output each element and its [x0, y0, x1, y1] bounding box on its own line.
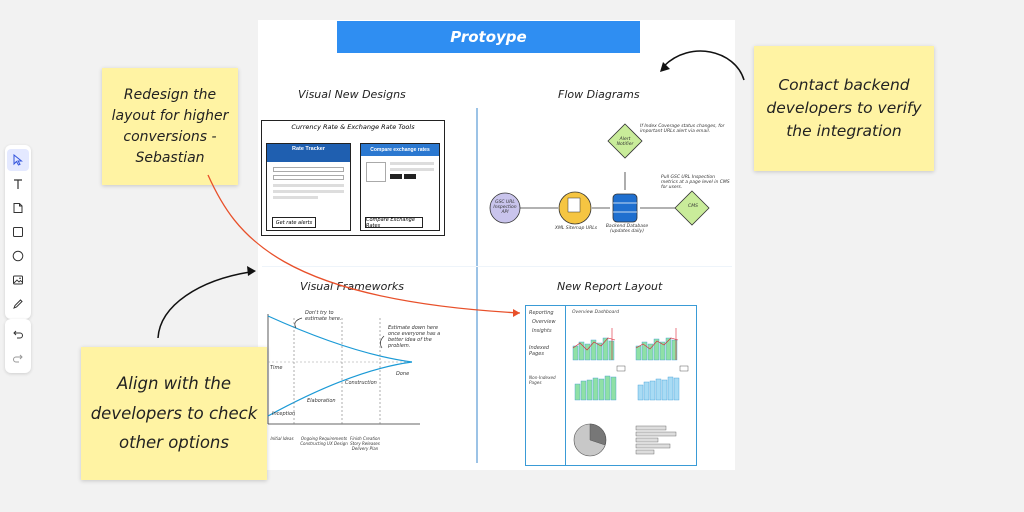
report-dashboard-title: Overview Dashboard	[572, 310, 620, 315]
sticky-note-redesign[interactable]: Redesign the layout for higher conversio…	[102, 68, 238, 185]
redo-icon	[13, 354, 23, 363]
section-title-new-report-layout: New Report Layout	[557, 280, 663, 293]
section-title-visual-new-designs: Visual New Designs	[298, 88, 406, 101]
compare-line	[390, 168, 434, 171]
cone-of-uncertainty-diagram	[267, 314, 420, 425]
rate-tracker-field[interactable]	[273, 167, 344, 172]
rectangle-tool-button[interactable]	[7, 221, 29, 243]
tool-palette	[5, 145, 31, 319]
report-layout-frame[interactable]: Reporting Overview Insights Indexed Page…	[525, 305, 697, 466]
ellipse-icon	[12, 250, 24, 262]
gsc-api-node-label: GSC URL Inspection API	[493, 200, 517, 215]
arrowhead	[247, 266, 256, 276]
redo-button[interactable]	[7, 347, 29, 369]
chart-non-indexed	[637, 365, 689, 401]
framework-label-elaboration: Elaboration	[307, 398, 336, 404]
select-icon	[13, 154, 23, 166]
select-tool-button[interactable]	[7, 149, 29, 171]
play-store-badge[interactable]	[404, 174, 416, 179]
undo-button[interactable]	[7, 323, 29, 345]
history-toolbar	[5, 319, 31, 373]
sticky-note-icon	[13, 203, 23, 213]
compare-exchange-rates-button[interactable]: Compare Exchange Rates	[365, 217, 423, 229]
cone-lower-curve	[267, 361, 413, 417]
framework-label-done: Done	[396, 371, 410, 377]
framework-phase-1: Initial Ideas	[270, 436, 294, 441]
text-icon	[14, 179, 22, 189]
framework-label-inception: Inception	[272, 411, 296, 417]
cone-upper-curve	[267, 315, 413, 363]
get-rate-alerts-button[interactable]: Get rate alerts	[272, 217, 316, 228]
undo-icon	[13, 330, 23, 339]
rate-tracker-line	[273, 184, 344, 187]
cms-node-label: CMS	[688, 204, 698, 209]
sitemap-node-label: XML Sitemap URLs	[554, 226, 598, 231]
rectangle-icon	[13, 227, 23, 237]
app-store-badge[interactable]	[390, 174, 402, 179]
framework-label-construction: Construction	[345, 380, 377, 386]
design-mockup-title: Currency Rate & Exchange Rate Tools	[291, 123, 415, 131]
annotation-arrow	[380, 335, 385, 349]
report-sidebar-item[interactable]: Overview	[532, 319, 556, 325]
design-mockup-frame[interactable]: Currency Rate & Exchange Rate Tools Rate…	[261, 120, 445, 236]
framework-phase-3: Finish Creation Story Releases Delivery …	[350, 436, 380, 451]
report-sidebar-item[interactable]: Reporting	[529, 310, 554, 316]
database-node-label: Backend Database (updates daily)	[605, 224, 649, 234]
database-node	[612, 193, 638, 223]
compare-rates-title: Compare exchange rates	[361, 144, 439, 156]
cms-node	[674, 190, 710, 226]
report-sidebar: Reporting Overview Insights Indexed Page…	[526, 306, 566, 465]
rate-tracker-subheader	[267, 154, 350, 162]
report-sidebar-item[interactable]: Non-Indexed Pages	[529, 375, 556, 385]
flow-note-top: If Index Coverage status changes, for im…	[640, 124, 725, 134]
compare-illustration	[366, 162, 386, 182]
framework-note-top: Don't try to estimate here.	[305, 310, 342, 322]
rate-tracker-title: Rate Tracker	[267, 144, 350, 154]
sticky-note-tool-button[interactable]	[7, 197, 29, 219]
section-title-visual-frameworks: Visual Frameworks	[300, 280, 405, 293]
sitemap-doc-icon	[567, 197, 581, 213]
framework-note-right: Estimate down here once everyone has a b…	[388, 325, 441, 349]
compare-line	[390, 162, 434, 165]
framework-label-time: Time	[270, 365, 283, 371]
image-icon	[13, 275, 23, 285]
image-tool-button[interactable]	[7, 269, 29, 291]
sticky-note-align[interactable]: Align with the developers to check other…	[81, 347, 267, 480]
sticky-note-backend[interactable]: Contact backend developers to verify the…	[754, 46, 934, 171]
flow-note-right: Pull GSC URL Inspection metrics at a pag…	[661, 175, 730, 190]
vertical-divider	[476, 108, 478, 463]
report-sidebar-item[interactable]: Indexed Pages	[529, 345, 550, 357]
chart-indexed	[574, 365, 626, 401]
report-sidebar-item[interactable]: Insights	[532, 328, 552, 334]
board-banner-title[interactable]: Protoype	[337, 21, 640, 53]
report-charts	[572, 328, 689, 457]
ellipse-tool-button[interactable]	[7, 245, 29, 267]
rate-tracker-field[interactable]	[273, 175, 344, 180]
rate-tracker-line	[273, 196, 318, 199]
text-tool-button[interactable]	[7, 173, 29, 195]
chart-clicks	[635, 328, 679, 361]
pen-icon	[13, 299, 23, 309]
section-title-flow-diagrams: Flow Diagrams	[558, 88, 640, 101]
rate-tracker-line	[273, 190, 344, 193]
chart-impressions	[572, 328, 616, 361]
annotation-arrow	[294, 317, 303, 329]
horizontal-divider	[262, 266, 732, 267]
chart-hbars	[635, 425, 677, 455]
arrow-align-to-frameworks	[157, 271, 251, 339]
alert-notifier-label: Alert Notifier	[616, 137, 634, 147]
framework-phase-2: Ongoing Requirements Constructing UX Des…	[300, 436, 348, 446]
pen-tool-button[interactable]	[7, 293, 29, 315]
alert-notifier-node	[607, 123, 643, 159]
chart-pie	[573, 423, 607, 457]
